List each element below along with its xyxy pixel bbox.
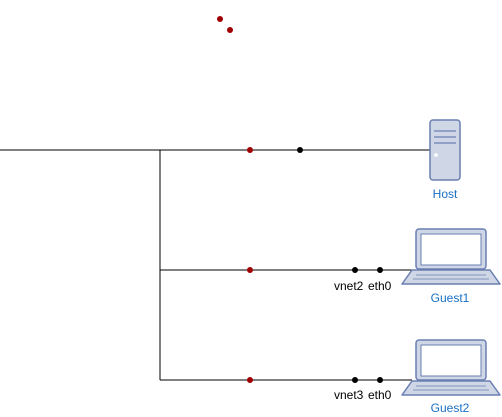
host-label: Host	[433, 187, 458, 201]
server-tower-icon	[429, 119, 461, 181]
laptop-icon	[401, 228, 501, 285]
laptop-icon	[401, 339, 501, 396]
stray-dot-1	[217, 16, 223, 22]
guest2-red-dot	[247, 377, 253, 383]
guest1-eth-dot	[377, 267, 383, 273]
guest1-red-dot	[247, 267, 253, 273]
guest2-vnet-label: vnet3	[334, 388, 364, 402]
guest2-eth-label: eth0	[368, 388, 392, 402]
guest2-eth-dot	[377, 377, 383, 383]
guest2-label: Guest2	[431, 401, 470, 415]
host-black-dot	[297, 147, 303, 153]
guest1-vnet-label: vnet2	[334, 279, 364, 293]
stray-dot-2	[227, 27, 233, 33]
guest1-label: Guest1	[431, 291, 470, 305]
guest1-eth-label: eth0	[368, 279, 392, 293]
host-red-dot	[247, 147, 253, 153]
guest2-vnet-dot	[352, 377, 358, 383]
guest1-vnet-dot	[352, 267, 358, 273]
